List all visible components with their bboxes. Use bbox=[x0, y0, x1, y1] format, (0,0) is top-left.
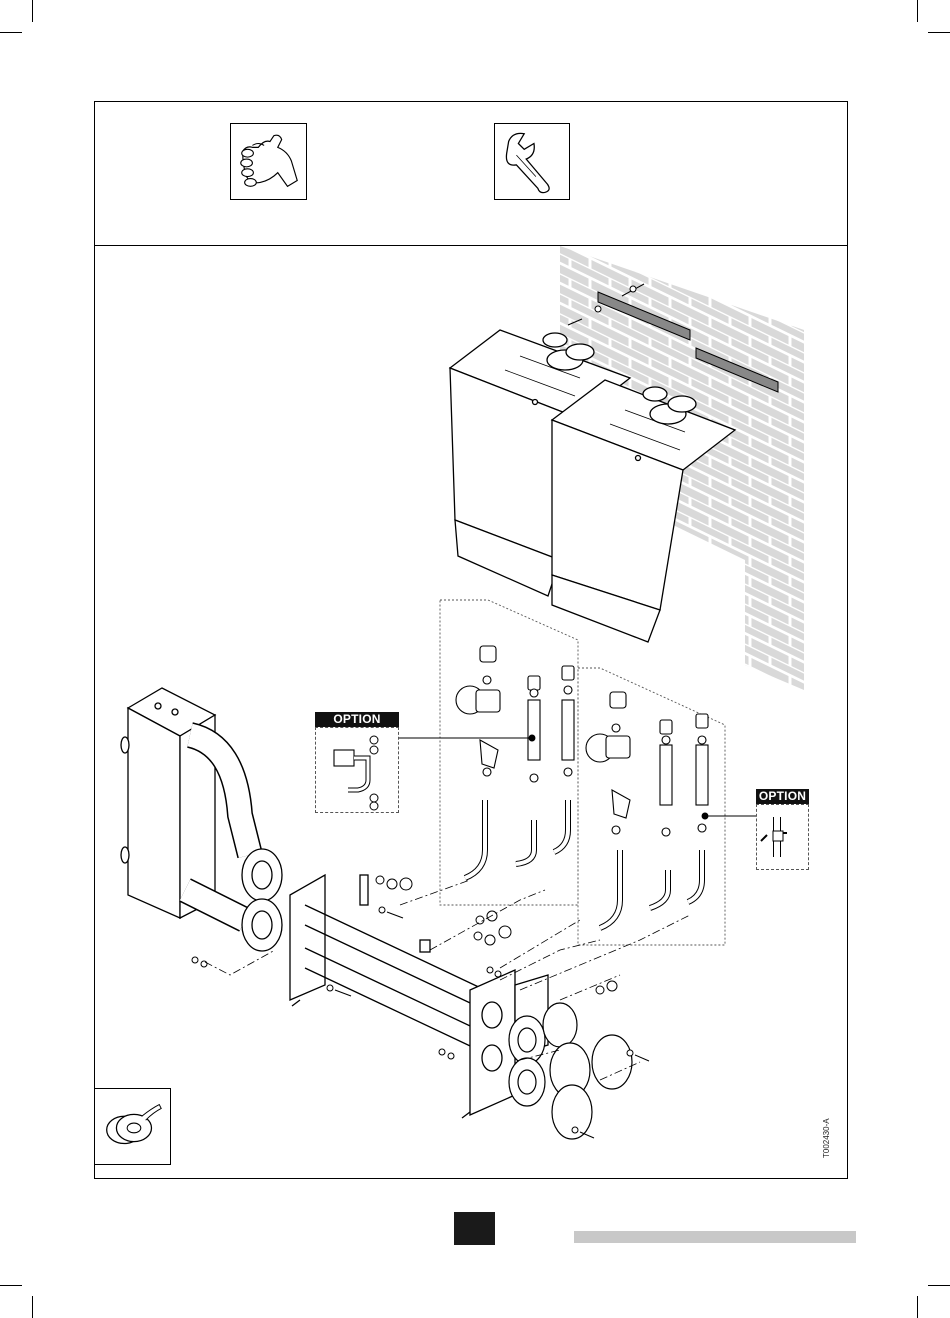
crop-mark bbox=[917, 0, 918, 22]
pump-kit bbox=[586, 692, 708, 928]
open-wrench-icon bbox=[494, 123, 570, 200]
option-detail-box bbox=[315, 727, 399, 813]
option-label: OPTION bbox=[756, 789, 809, 804]
crop-mark bbox=[32, 1296, 33, 1318]
pump-kit bbox=[456, 646, 574, 878]
hand-icon bbox=[230, 123, 307, 200]
crop-mark bbox=[32, 0, 33, 22]
crop-mark bbox=[928, 32, 950, 33]
crop-mark bbox=[0, 32, 22, 33]
crop-mark bbox=[917, 1296, 918, 1318]
crop-mark bbox=[0, 1285, 22, 1286]
flange-cap bbox=[509, 1003, 632, 1139]
option-valve-icon bbox=[316, 728, 400, 814]
option-detail-box bbox=[756, 804, 809, 870]
option-label: OPTION bbox=[315, 712, 399, 727]
option-valve-icon bbox=[757, 805, 810, 871]
low-loss-header bbox=[121, 688, 282, 951]
document-code: T002430-A bbox=[822, 1118, 831, 1158]
boiler-cascade-diagram bbox=[94, 246, 847, 1178]
footer-bar bbox=[574, 1231, 856, 1243]
crop-mark bbox=[928, 1285, 950, 1286]
page-number-block bbox=[454, 1212, 495, 1245]
ptfe-tape-icon bbox=[94, 1088, 171, 1165]
